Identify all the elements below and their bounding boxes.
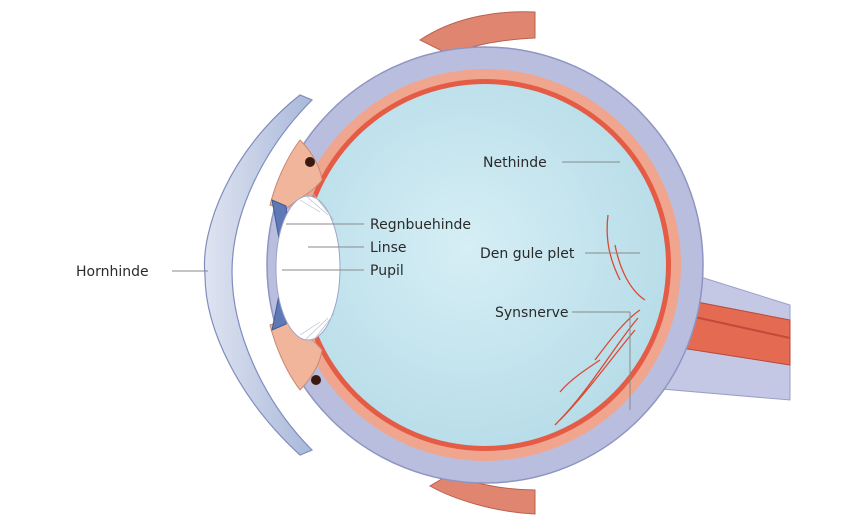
zonule-fibres	[299, 189, 335, 346]
label-lens: Linse	[370, 240, 406, 256]
label-optic-nerve: Synsnerve	[495, 305, 568, 321]
cornea	[203, 94, 314, 456]
label-cornea: Hornhinde	[76, 264, 149, 280]
lens	[275, 195, 341, 341]
label-retina: Nethinde	[483, 155, 547, 171]
label-pupil: Pupil	[370, 263, 404, 279]
label-macula: Den gule plet	[480, 246, 575, 262]
vitreous-body	[304, 84, 666, 446]
label-iris: Regnbuehinde	[370, 217, 471, 233]
